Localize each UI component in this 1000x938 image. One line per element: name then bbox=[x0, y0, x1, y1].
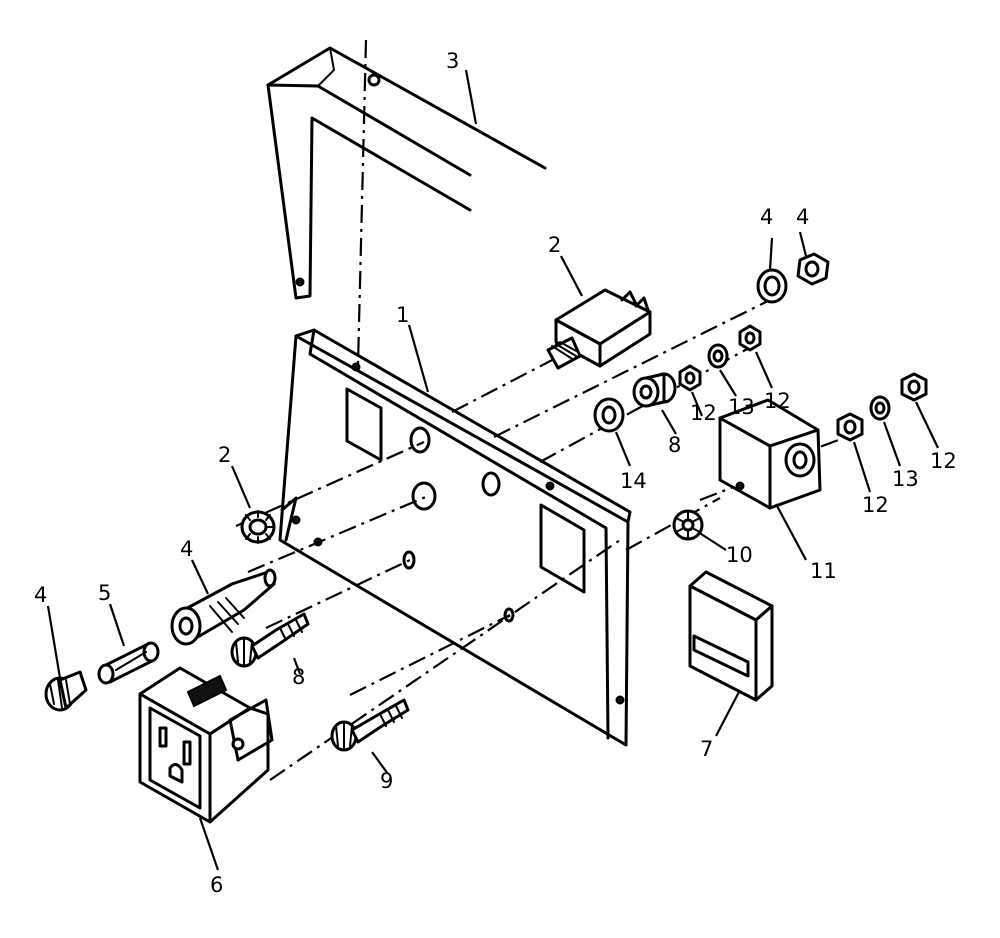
label-13-a: 13 bbox=[728, 395, 755, 419]
leader-lines bbox=[46, 69, 939, 871]
label-13-b: 13 bbox=[892, 467, 919, 491]
nut-12a-part bbox=[678, 364, 702, 392]
label-7: 7 bbox=[700, 737, 713, 761]
alignment-line-vertical bbox=[356, 39, 368, 366]
panel-cutout-lower bbox=[539, 503, 586, 594]
label-14: 14 bbox=[620, 469, 647, 493]
screw-8-part bbox=[230, 612, 310, 668]
label-12-b: 12 bbox=[764, 389, 791, 413]
top-bracket-part bbox=[266, 46, 547, 300]
label-4-nut: 4 bbox=[796, 205, 809, 229]
switch-part bbox=[546, 288, 652, 370]
nut-4b-part bbox=[796, 252, 830, 286]
label-12-a: 12 bbox=[690, 401, 717, 425]
part-labels: 3 2 1 2 4 5 4 6 8 9 8 14 4 4 12 13 12 12… bbox=[34, 49, 957, 897]
fuse-holder-part bbox=[170, 568, 277, 646]
label-2-switch: 2 bbox=[548, 233, 561, 257]
bracket-11-part bbox=[718, 398, 822, 510]
label-4-washer: 4 bbox=[760, 205, 773, 229]
label-6: 6 bbox=[210, 873, 223, 897]
washer-14-part bbox=[593, 397, 625, 433]
label-2-nut: 2 bbox=[218, 443, 231, 467]
panel-hole-3 bbox=[481, 471, 501, 497]
label-5: 5 bbox=[98, 581, 111, 605]
panel-hole-4 bbox=[402, 550, 416, 570]
screw-9-part bbox=[330, 698, 410, 752]
label-8-screw: 8 bbox=[292, 665, 305, 689]
panel-hole-2 bbox=[411, 481, 437, 511]
receptacle-part bbox=[138, 666, 274, 824]
bushing-8-part bbox=[632, 372, 677, 408]
label-4-holder: 4 bbox=[180, 537, 193, 561]
label-1: 1 bbox=[396, 303, 409, 327]
label-9: 9 bbox=[380, 769, 393, 793]
label-12-d: 12 bbox=[930, 449, 957, 473]
fuse-cap-part bbox=[44, 670, 88, 712]
label-8-bushing: 8 bbox=[668, 433, 681, 457]
label-4-cap: 4 bbox=[34, 583, 47, 607]
clip-7-part bbox=[688, 570, 774, 702]
nut-12c-part bbox=[836, 412, 864, 442]
washer-13a-part bbox=[707, 343, 729, 369]
panel-hole-5 bbox=[503, 607, 515, 623]
nut-12d-part bbox=[900, 372, 928, 402]
lockwasher-10-part bbox=[672, 509, 704, 541]
main-panel-part bbox=[278, 328, 632, 747]
label-11: 11 bbox=[810, 559, 837, 583]
label-3: 3 bbox=[446, 49, 459, 73]
label-12-c: 12 bbox=[862, 493, 889, 517]
knurled-nut-part bbox=[240, 510, 276, 544]
nut-12b-part bbox=[738, 324, 762, 352]
fuse-part bbox=[97, 641, 160, 685]
panel-hole-1 bbox=[409, 426, 431, 454]
label-10: 10 bbox=[726, 543, 753, 567]
washer-13b-part bbox=[869, 395, 891, 421]
washer-4a-part bbox=[756, 268, 788, 304]
panel-cutout-upper bbox=[345, 387, 383, 462]
